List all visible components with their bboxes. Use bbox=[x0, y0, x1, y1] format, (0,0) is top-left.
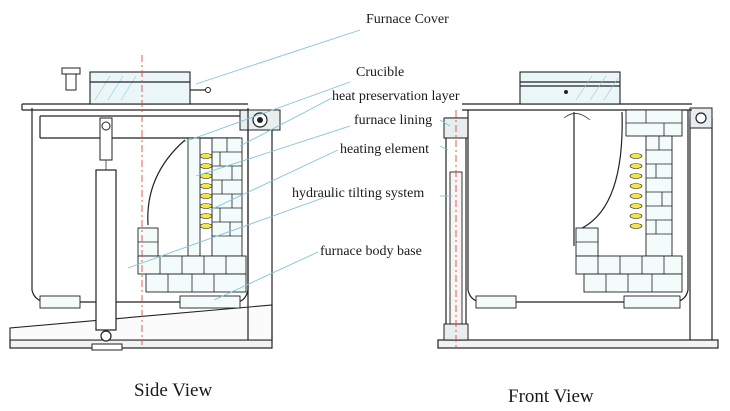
side-crucible-wall bbox=[147, 139, 186, 226]
label-furnace-body-base: furnace body base bbox=[320, 244, 422, 259]
front-furnace-bottom-bricks bbox=[575, 255, 683, 275]
label-crucible: Crucible bbox=[356, 65, 404, 80]
caption-side-view: Side View bbox=[134, 380, 212, 401]
side-furnace-lining bbox=[187, 137, 201, 257]
side-view-drawing bbox=[9, 55, 281, 351]
side-pivot-center bbox=[257, 117, 263, 123]
label-heat-preservation-layer: heat preservation layer bbox=[332, 89, 460, 104]
label-furnace-cover: Furnace Cover bbox=[366, 12, 449, 27]
front-crucible-wall bbox=[577, 111, 623, 231]
caption-front-view: Front View bbox=[508, 386, 594, 407]
front-view-drawing bbox=[437, 71, 719, 350]
side-heating-element bbox=[199, 153, 213, 229]
label-furnace-lining: furnace lining bbox=[354, 113, 432, 128]
side-cover-hinge bbox=[65, 71, 77, 91]
side-furnace-shell bbox=[31, 108, 249, 303]
side-hydraulic-cylinder bbox=[91, 117, 123, 351]
label-heating-element: heating element bbox=[340, 142, 429, 157]
side-ground-plate bbox=[9, 339, 273, 349]
leader-lines bbox=[127, 29, 452, 301]
label-hydraulic-tilting-system: hydraulic tilting system bbox=[292, 186, 424, 201]
front-furnace-shell bbox=[467, 110, 689, 303]
side-furnace-cover bbox=[89, 71, 191, 105]
front-ground-plate bbox=[437, 339, 719, 349]
side-tilt-frame bbox=[9, 304, 273, 341]
front-heating-element bbox=[629, 153, 643, 229]
front-furnace-lining bbox=[645, 135, 673, 257]
front-furnace-cover bbox=[519, 71, 621, 105]
